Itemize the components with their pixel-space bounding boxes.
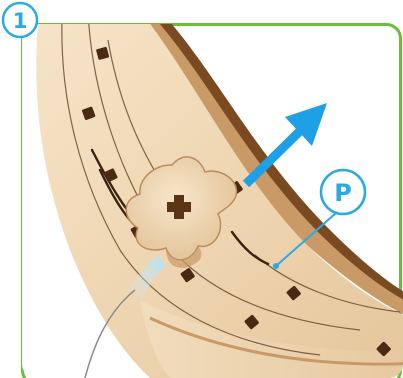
lettered-circle-icon: P [321,170,365,214]
callout-label: P [334,179,352,207]
numbered-circle-icon: 1 [3,3,37,37]
step-number: 1 [13,9,28,33]
